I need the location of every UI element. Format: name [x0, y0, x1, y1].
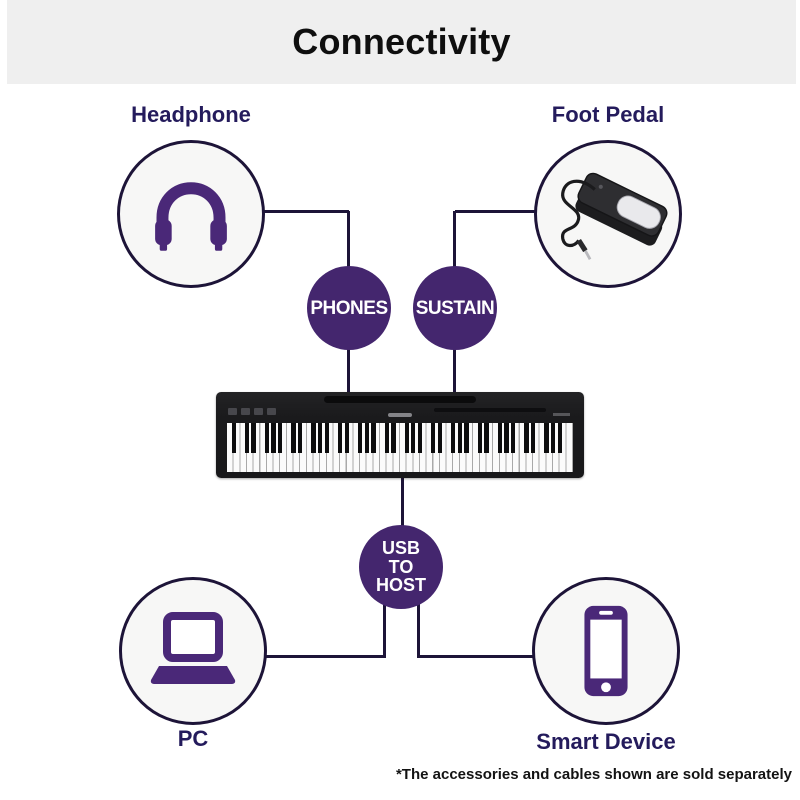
piano-black-key — [357, 423, 363, 454]
piano-black-key — [364, 423, 369, 454]
piano-black-key — [318, 423, 323, 454]
piano-black-key — [264, 423, 270, 454]
sustain-port-badge: SUSTAIN — [413, 266, 497, 350]
piano-black-key — [271, 423, 276, 454]
pc-node — [119, 577, 267, 725]
piano-black-key — [324, 423, 329, 454]
piano-panel-groove — [434, 408, 546, 412]
footnote: *The accessories and cables shown are so… — [395, 766, 792, 783]
piano-control-button — [267, 408, 276, 415]
piano-control-button — [254, 408, 263, 415]
smart-device-label: Smart Device — [536, 729, 676, 754]
usb-to-host-port-badge: USB TO HOST — [359, 525, 443, 609]
piano-black-key — [504, 423, 509, 454]
piano-black-key — [311, 423, 316, 454]
smart-device-node — [532, 577, 680, 725]
piano-model-label — [553, 413, 570, 416]
piano-control-button — [241, 408, 250, 415]
foot-pedal-node — [534, 140, 682, 288]
piano-black-key — [411, 423, 416, 454]
title-banner: Connectivity — [7, 0, 796, 84]
piano-control-button — [228, 408, 237, 415]
sustain-pedal-icon — [542, 155, 674, 273]
piano-black-key — [431, 423, 436, 454]
piano-black-key — [417, 423, 423, 454]
connector-usb-top-v — [401, 477, 404, 527]
page-title: Connectivity — [292, 21, 511, 62]
connector-usb-right-v — [417, 604, 420, 658]
sustain-port-label: SUSTAIN — [415, 297, 495, 319]
piano-black-key — [457, 423, 463, 454]
piano-black-key — [477, 423, 482, 454]
piano-black-key — [557, 423, 562, 454]
piano-black-key — [484, 423, 489, 454]
piano-black-key — [337, 423, 343, 454]
piano-black-key — [404, 423, 409, 454]
piano-black-key — [497, 423, 502, 454]
headphone-icon — [145, 168, 237, 260]
piano-black-key — [510, 423, 516, 454]
smartphone-icon — [576, 602, 636, 700]
usb-port-label-line1: USB — [381, 537, 420, 558]
usb-port-label-line3: HOST — [375, 575, 426, 596]
piano-black-key — [371, 423, 376, 454]
piano-black-key — [298, 423, 303, 454]
piano-black-key — [524, 423, 529, 454]
piano-black-key — [464, 423, 469, 454]
piano-black-key — [244, 423, 250, 454]
connector-pc-h — [266, 655, 386, 658]
piano-black-key — [344, 423, 349, 454]
piano-black-key — [291, 423, 296, 454]
piano-black-key — [530, 423, 536, 454]
piano-black-key — [544, 423, 549, 454]
piano-black-key — [251, 423, 256, 454]
laptop-icon — [143, 608, 243, 694]
piano-black-key — [391, 423, 396, 454]
foot-pedal-label: Foot Pedal — [551, 102, 665, 127]
piano-black-key — [278, 423, 283, 454]
piano-black-key — [550, 423, 556, 454]
connector-footpedal-h — [455, 210, 536, 213]
connector-headphone-h — [263, 210, 349, 213]
connector-usb-left-v — [383, 604, 386, 658]
usb-port-label-line2: TO — [388, 556, 414, 577]
connector-smartdevice-h — [417, 655, 535, 658]
piano-black-key — [231, 423, 236, 454]
pc-label: PC — [177, 726, 209, 751]
piano-brand-logo — [388, 413, 412, 417]
headphone-label: Headphone — [131, 102, 251, 127]
phones-port-badge: PHONES — [307, 266, 391, 350]
piano-black-key — [451, 423, 456, 454]
piano-keys — [227, 423, 573, 472]
piano-music-rest-groove — [324, 396, 476, 403]
headphone-node — [117, 140, 265, 288]
piano-control-panel — [228, 408, 276, 415]
piano-black-key — [437, 423, 443, 454]
digital-piano — [216, 392, 584, 478]
piano-black-key — [384, 423, 389, 454]
phones-port-label: PHONES — [310, 297, 388, 319]
